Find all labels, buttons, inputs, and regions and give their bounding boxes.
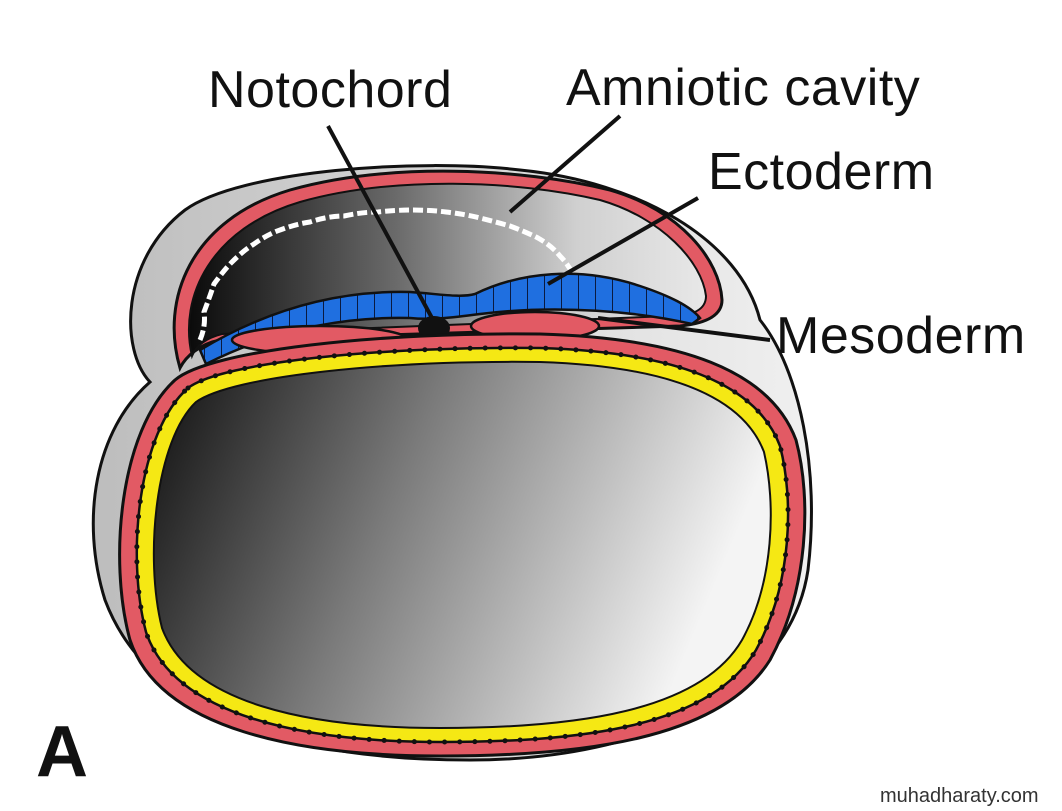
label-ectoderm: Ectoderm xyxy=(708,143,935,201)
label-mesoderm: Mesoderm xyxy=(776,307,1026,365)
label-notochord: Notochord xyxy=(208,61,453,119)
amnion-cells xyxy=(197,207,583,341)
leader-amniotic xyxy=(508,114,622,214)
leader-notochord xyxy=(326,125,434,319)
watermark: muhadharaty.com xyxy=(880,785,1039,807)
panel-letter: A xyxy=(36,712,88,792)
label-amniotic-cavity: Amniotic cavity xyxy=(566,59,921,117)
yolk-sac-cavity xyxy=(152,360,772,730)
leader-ectoderm xyxy=(547,196,699,286)
leader-mesoderm xyxy=(597,316,771,342)
leader-lines xyxy=(326,114,771,342)
ectoderm-layer xyxy=(198,272,702,366)
yolk-lining-dots xyxy=(134,345,791,745)
